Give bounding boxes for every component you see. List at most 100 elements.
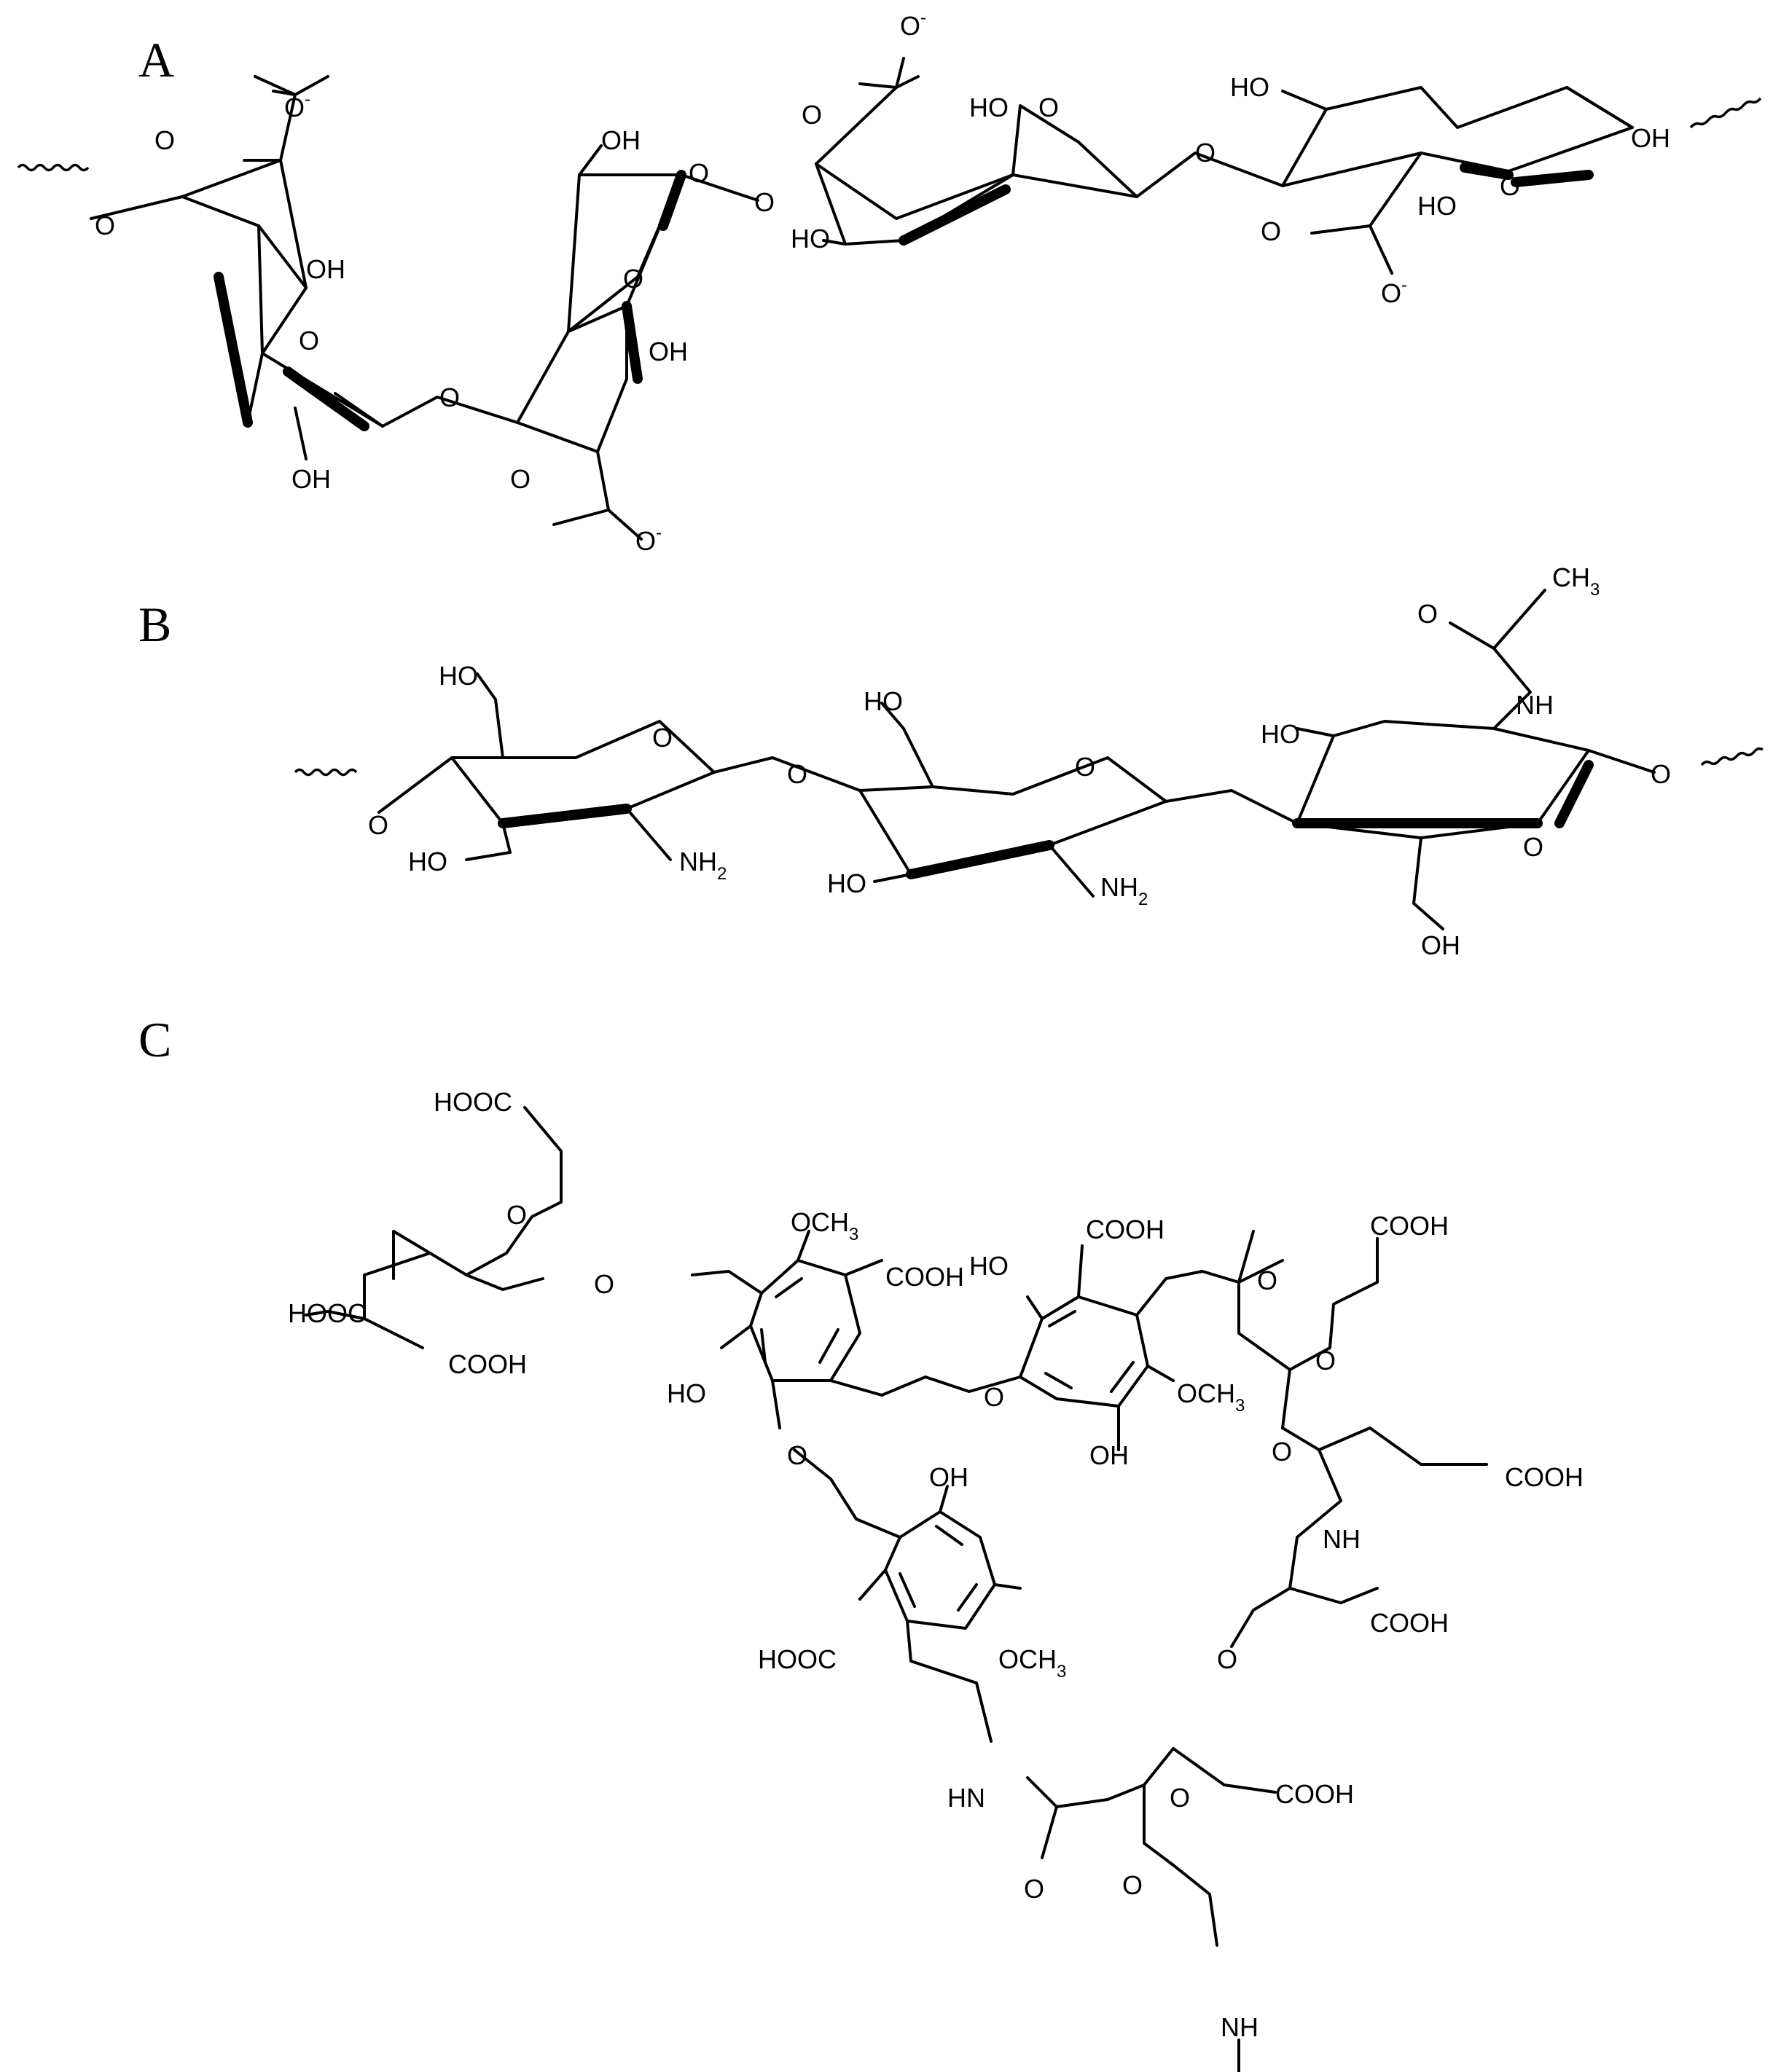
- atom-label: HO: [827, 868, 866, 898]
- wedge-bond: [1554, 760, 1594, 828]
- atom-label: HO: [439, 661, 478, 691]
- atom-label: COOH: [1275, 1779, 1354, 1809]
- atom-label: O: [1417, 599, 1438, 629]
- atom-label: OH: [929, 1462, 968, 1492]
- atom-label: HO: [1230, 72, 1269, 102]
- atom-label: O: [95, 211, 115, 240]
- wavy-bond-right: [1689, 97, 1762, 129]
- atom-label: O: [787, 1440, 807, 1470]
- atom-label: O: [754, 187, 775, 217]
- atom-label: O: [1170, 1783, 1190, 1813]
- panel-c-atom-labels: HOOC O HOOC COOH O OCH3 COOH HO O O HO C…: [288, 1087, 1584, 2042]
- atom-label: O: [1075, 752, 1095, 782]
- atom-label: OH: [306, 254, 345, 284]
- panel-a-wedges: [214, 162, 1594, 431]
- atom-label: HO: [969, 93, 1009, 122]
- panel-c: C: [138, 1012, 1584, 2072]
- atom-label: OH: [649, 337, 688, 366]
- atom-label: O-: [284, 90, 310, 122]
- atom-label: HOOC: [288, 1298, 367, 1328]
- atom-label: OCH3: [998, 1644, 1066, 1681]
- atom-label: COOH: [1505, 1462, 1584, 1492]
- atom-label: O: [1523, 832, 1543, 862]
- atom-label: O: [510, 464, 531, 494]
- atom-label: O-: [635, 523, 662, 556]
- atom-label: O: [1315, 1346, 1336, 1376]
- atom-label: OH: [1631, 123, 1670, 153]
- atom-label: O: [594, 1269, 614, 1299]
- atom-label: NH2: [679, 847, 727, 884]
- atom-label: O: [652, 723, 673, 753]
- atom-label: O: [1122, 1870, 1143, 1900]
- atom-label: O: [1500, 171, 1520, 201]
- atom-label: COOH: [448, 1349, 527, 1379]
- wedge-bond: [498, 804, 632, 828]
- atom-label: HO: [864, 686, 903, 716]
- atom-label: OH: [291, 464, 331, 494]
- wavy-bond-right: [1700, 747, 1764, 766]
- wedge-bond: [622, 301, 643, 384]
- atom-label: OH: [601, 125, 641, 155]
- atom-label: OH: [1089, 1440, 1129, 1470]
- atom-label: O: [1272, 1437, 1292, 1467]
- panel-b: B HO O O HO NH2: [138, 562, 1764, 960]
- panel-a-atom-labels: O- O O OH O OH O OH O O OH O O- O- O O H…: [95, 8, 1670, 556]
- atom-label: HO: [1261, 719, 1300, 749]
- atom-label: OCH3: [1177, 1378, 1245, 1416]
- atom-label: O: [506, 1200, 527, 1230]
- atom-label: O: [299, 326, 319, 356]
- atom-label: COOH: [885, 1262, 964, 1292]
- atom-label: O: [984, 1382, 1004, 1412]
- atom-label: HN: [947, 1783, 985, 1813]
- atom-label: O: [1261, 216, 1281, 246]
- atom-label: NH: [1516, 690, 1554, 720]
- atom-label: HO: [969, 1251, 1009, 1281]
- atom-label: O: [623, 264, 643, 294]
- atom-label: O: [1024, 1874, 1044, 1904]
- panel-label-a: A: [138, 32, 174, 87]
- panel-b-atom-labels: HO O O HO NH2 O HO O HO NH2 CH3 O NH HO …: [368, 562, 1671, 960]
- wedge-bond: [214, 272, 253, 428]
- atom-label: NH: [1221, 2012, 1259, 2042]
- atom-label: NH: [1323, 1524, 1361, 1554]
- wedge-bond: [658, 170, 686, 231]
- atom-label: CH3: [1552, 562, 1600, 600]
- atom-label: COOH: [1370, 1608, 1449, 1638]
- atom-label: O: [1651, 759, 1671, 789]
- wavy-bond-left: [17, 163, 90, 172]
- atom-label: O: [1257, 1265, 1277, 1295]
- wedge-bond: [1511, 170, 1594, 187]
- atom-label: O: [1195, 138, 1216, 168]
- atom-label: O: [802, 100, 822, 130]
- panel-b-bonds: [294, 589, 1764, 930]
- atom-label: O: [439, 382, 460, 412]
- panel-a-bonds: [17, 57, 1762, 541]
- atom-label: COOH: [1086, 1214, 1164, 1244]
- atom-label: NH2: [1100, 872, 1148, 909]
- panel-label-c: C: [138, 1012, 171, 1067]
- atom-label: HO: [408, 847, 447, 876]
- atom-label: COOH: [1370, 1211, 1449, 1241]
- wedge-bond: [283, 366, 369, 431]
- panel-label-b: B: [138, 597, 171, 652]
- atom-label: HOOC: [758, 1644, 837, 1674]
- panel-a: A: [17, 8, 1762, 556]
- atom-label: HO: [667, 1378, 706, 1408]
- atom-label: O-: [900, 8, 926, 41]
- atom-label: HOOC: [434, 1087, 512, 1117]
- atom-label: O: [1217, 1644, 1237, 1674]
- wedge-bond: [1460, 162, 1514, 180]
- atom-label: HO: [1417, 191, 1457, 221]
- panel-b-wedges: [498, 760, 1594, 879]
- atom-label: OCH3: [791, 1207, 858, 1244]
- panel-c-bonds: [305, 1106, 1488, 2072]
- atom-label: O-: [1381, 275, 1407, 308]
- wavy-bond-left: [294, 768, 358, 777]
- atom-label: O: [368, 810, 388, 840]
- wedge-bond: [906, 840, 1054, 879]
- atom-label: O: [154, 125, 175, 155]
- wedge-bond: [899, 184, 1011, 246]
- atom-label: HO: [791, 224, 830, 254]
- atom-label: O: [787, 759, 807, 789]
